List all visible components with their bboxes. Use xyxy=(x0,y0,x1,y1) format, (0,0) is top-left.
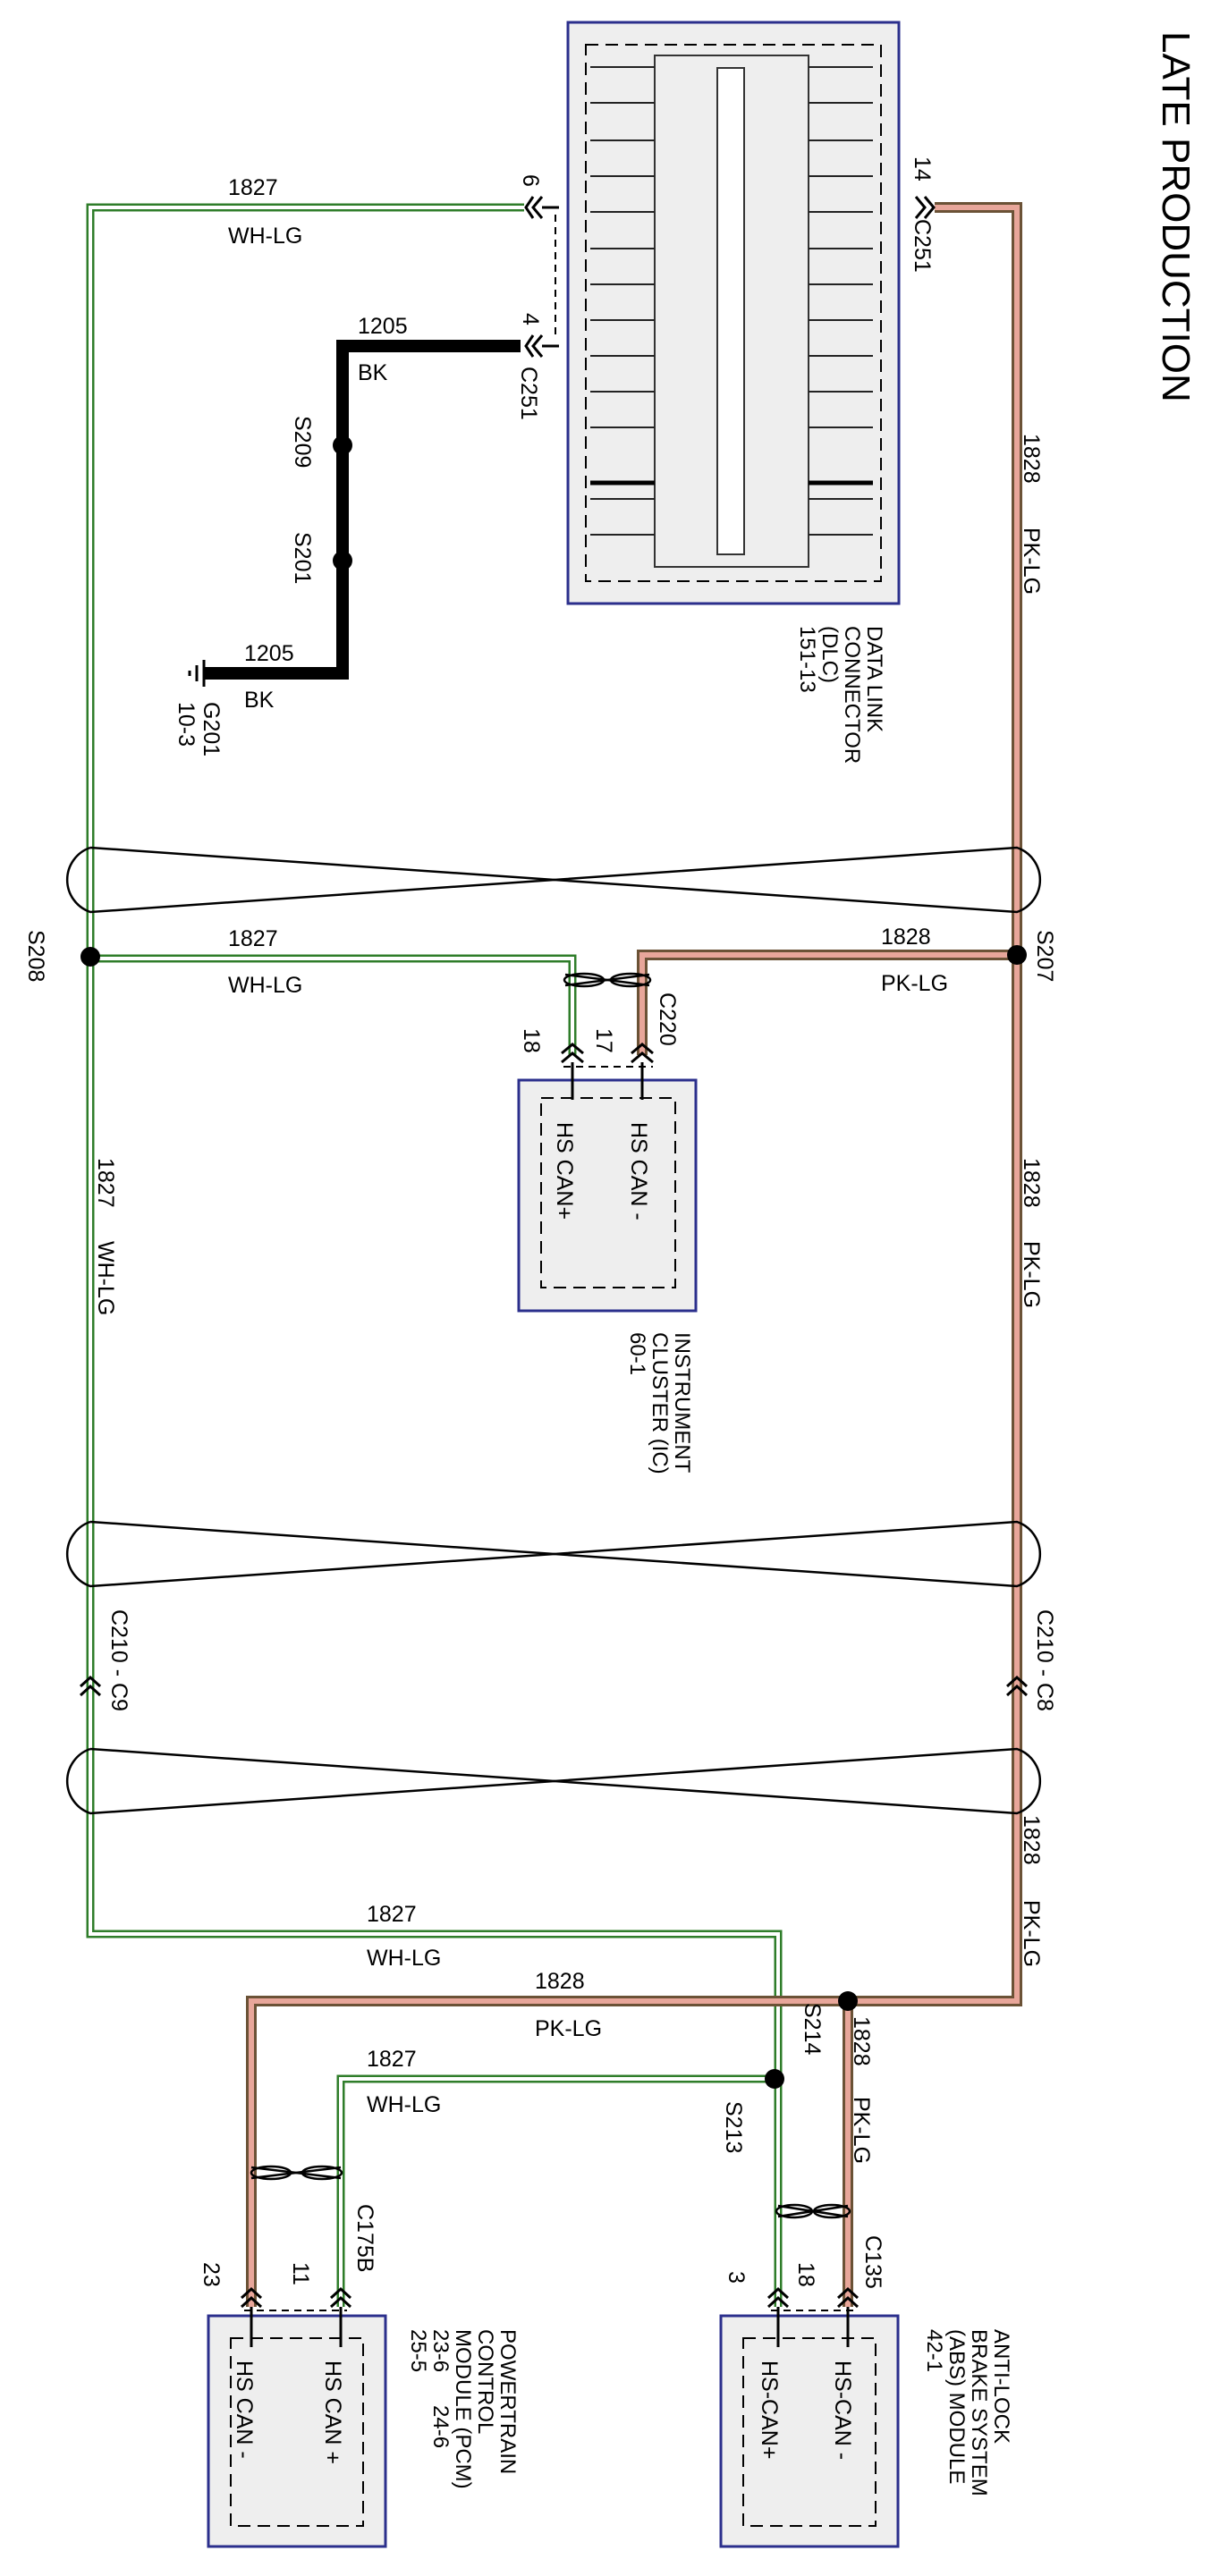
svg-text:DATA LINK: DATA LINK xyxy=(862,626,886,732)
pin-label: 6 xyxy=(518,174,543,187)
connector-label: C220 xyxy=(655,992,680,1046)
wire-color-label: WH-LG xyxy=(367,1946,441,1971)
splice-label: S208 xyxy=(23,930,48,982)
abs-component xyxy=(719,2314,900,2548)
wire-number-label: 1827 xyxy=(367,2047,417,2072)
splice-label: S214 xyxy=(800,2003,825,2055)
wire-number-label: 1828 xyxy=(1019,434,1044,484)
pin-function-label: HS-CAN+ xyxy=(757,2361,782,2459)
pin-label: 17 xyxy=(591,1028,616,1053)
wire-number-label: 1828 xyxy=(1019,1158,1044,1208)
splice-s207-dot xyxy=(1007,945,1027,965)
connector-label: C251 xyxy=(910,219,935,273)
harness-break-symbols xyxy=(65,846,1042,1815)
dlc-name: DATA LINK CONNECTOR (DLC) 151-13 xyxy=(795,626,886,764)
pin-function-label: HS CAN + xyxy=(320,2361,345,2464)
svg-text:(ABS) MODULE: (ABS) MODULE xyxy=(944,2329,969,2484)
connector-label: C210 - C8 xyxy=(1032,1609,1057,1711)
svg-text:BRAKE SYSTEM: BRAKE SYSTEM xyxy=(967,2329,991,2496)
splice-label: S209 xyxy=(290,416,315,468)
wire-1205-bk xyxy=(204,340,521,680)
diagram-title: LATE PRODUCTION xyxy=(1154,31,1198,402)
ground-point-label: G201 xyxy=(199,702,224,756)
wire-1828-pk-lg xyxy=(246,202,1022,2307)
wire-color-label: BK xyxy=(358,360,388,385)
wire-number-label: 1828 xyxy=(1019,1815,1044,1865)
pin-function-label: HS-CAN - xyxy=(830,2361,855,2460)
splice-s201-dot xyxy=(333,551,352,570)
wire-number-label: 1828 xyxy=(881,925,931,950)
connector-label: C175B xyxy=(352,2204,377,2272)
pin-label: 18 xyxy=(519,1028,544,1053)
wire-number-label: 1827 xyxy=(93,1158,118,1208)
svg-text:MODULE (PCM): MODULE (PCM) xyxy=(451,2329,475,2489)
splice-s213-dot xyxy=(765,2069,784,2089)
pcm-component xyxy=(207,2314,387,2548)
svg-text:(DLC): (DLC) xyxy=(817,626,842,683)
wire-number-label: 1827 xyxy=(228,175,278,200)
svg-text:CONTROL: CONTROL xyxy=(473,2329,497,2434)
instrument-cluster-component xyxy=(517,1078,698,1313)
pin-label: 18 xyxy=(793,2262,818,2287)
pin-function-label: HS CAN+ xyxy=(552,1122,577,1220)
abs-name: ANTI-LOCK BRAKE SYSTEM (ABS) MODULE 42-1 xyxy=(922,2329,1013,2496)
wire-1827-wh-lg xyxy=(86,203,783,2307)
svg-text:CLUSTER (IC): CLUSTER (IC) xyxy=(648,1332,672,1474)
pin-label: 3 xyxy=(724,2271,749,2284)
ground-point-ref: 10-3 xyxy=(174,702,199,747)
wire-number-label: 1205 xyxy=(358,314,408,339)
splice-s208-dot xyxy=(80,947,100,967)
splice-label: S201 xyxy=(290,532,315,584)
svg-text:25-5: 25-5 xyxy=(406,2329,430,2372)
connector-label: C251 xyxy=(516,367,541,420)
svg-text:23-6: 23-6 xyxy=(428,2329,453,2372)
connector-label: C210 - C9 xyxy=(106,1609,131,1711)
wire-color-label: PK-LG xyxy=(849,2097,874,2164)
connector-label: C135 xyxy=(860,2235,885,2289)
wire-color-label: PK-LG xyxy=(881,971,948,996)
wire-color-label: BK xyxy=(244,688,275,713)
pin-label: 14 xyxy=(910,156,935,182)
ground-symbol xyxy=(188,660,206,687)
wire-color-label: PK-LG xyxy=(1019,1241,1044,1308)
pin-label: 4 xyxy=(518,313,543,325)
pin-label: 11 xyxy=(288,2262,313,2285)
splice-label: S207 xyxy=(1032,930,1057,982)
wire-color-label: PK-LG xyxy=(535,2016,602,2041)
svg-text:POWERTRAIN: POWERTRAIN xyxy=(495,2329,520,2474)
wire-color-label: WH-LG xyxy=(228,973,302,998)
wire-number-label: 1205 xyxy=(244,641,294,666)
splice-s209-dot xyxy=(333,435,352,455)
splice-label: S213 xyxy=(721,2101,746,2153)
connector-terminals xyxy=(79,196,1029,2347)
dlc-component xyxy=(566,21,901,605)
wire-color-label: WH-LG xyxy=(367,2092,441,2117)
wire-number-label: 1828 xyxy=(849,2016,874,2066)
wire-number-label: 1827 xyxy=(228,926,278,951)
svg-text:CONNECTOR: CONNECTOR xyxy=(840,626,864,764)
pin-label: 23 xyxy=(199,2262,224,2287)
splice-s214-dot xyxy=(838,1991,858,2011)
svg-text:151-13: 151-13 xyxy=(795,626,819,693)
ic-name: INSTRUMENT CLUSTER (IC) 60-1 xyxy=(625,1332,694,1474)
wire-color-label: WH-LG xyxy=(228,224,302,249)
wire-number-label: 1828 xyxy=(535,1969,585,1994)
pin-function-label: HS CAN - xyxy=(626,1122,651,1220)
wire-color-label: WH-LG xyxy=(93,1241,118,1315)
wire-number-label: 1827 xyxy=(367,1902,417,1927)
svg-text:42-1: 42-1 xyxy=(922,2329,946,2372)
pin-function-label: HS CAN - xyxy=(232,2361,257,2459)
twisted-pair-markers xyxy=(250,972,851,2219)
svg-text:INSTRUMENT: INSTRUMENT xyxy=(670,1332,694,1474)
wire-color-label: PK-LG xyxy=(1019,528,1044,595)
svg-text:24-6: 24-6 xyxy=(428,2405,453,2448)
svg-text:60-1: 60-1 xyxy=(625,1332,649,1375)
splice-dots xyxy=(80,435,1027,2089)
wire-color-label: PK-LG xyxy=(1019,1900,1044,1967)
pcm-name: POWERTRAIN CONTROL MODULE (PCM) 23-6 25-… xyxy=(406,2329,520,2489)
svg-text:ANTI-LOCK: ANTI-LOCK xyxy=(989,2329,1013,2444)
